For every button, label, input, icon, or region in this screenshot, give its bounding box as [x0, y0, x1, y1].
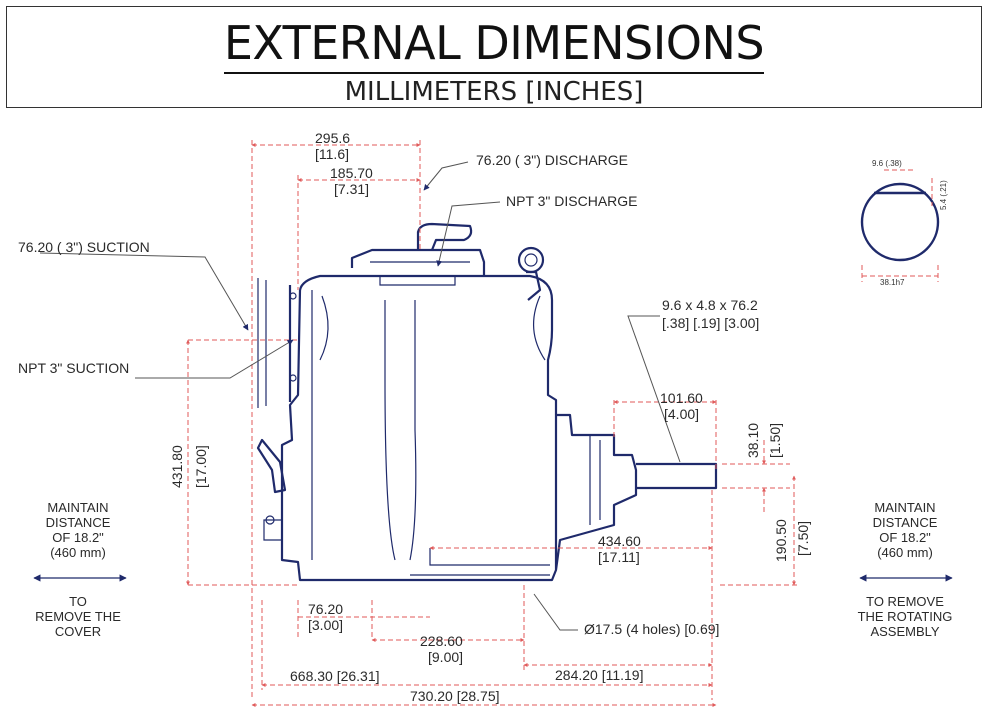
dim-730: 730.20 [28.75] — [410, 688, 500, 704]
suction-flange — [257, 278, 297, 408]
right-note-line-7: ASSEMBLY — [870, 624, 939, 639]
left-note-line-3: OF 18.2" — [52, 530, 104, 545]
dim-434-in: [17.11] — [598, 549, 640, 565]
dim-295-mm: 295.6 — [315, 130, 350, 146]
dim-38-in: [1.50] — [767, 423, 783, 458]
shaft-section-detail: 9.6 (.38) 5.4 (.21) 38.1h7 — [860, 159, 948, 287]
dim-185-in: [7.31] — [334, 181, 369, 197]
right-note-line-2: DISTANCE — [873, 515, 938, 530]
left-note-line-4: (460 mm) — [50, 545, 106, 560]
dim-76-in: [3.00] — [308, 617, 343, 633]
right-note-line-6: THE ROTATING — [858, 609, 953, 624]
left-note-line-6: REMOVE THE — [35, 609, 121, 624]
npt-discharge-label: NPT 3" DISCHARGE — [506, 193, 638, 209]
dim-76-mm: 76.20 — [308, 601, 343, 617]
dim-431-in: [17.00] — [193, 445, 209, 488]
keyway-label-line-2: [.38] [.19] [3.00] — [662, 315, 759, 331]
dim-101-mm: 101.60 — [660, 390, 703, 406]
page-subtitle: MILLIMETERS [INCHES] — [344, 77, 644, 107]
dim-431-mm: 431.80 — [169, 445, 185, 488]
left-note-line-2: DISTANCE — [46, 515, 111, 530]
dim-38-mm: 38.10 — [745, 423, 761, 458]
keyway-label-line-1: 9.6 x 4.8 x 76.2 — [662, 297, 758, 313]
page-title: EXTERNAL DIMENSIONS — [7, 16, 981, 74]
dim-185-mm: 185.70 — [330, 165, 373, 181]
mounting-holes-label: Ø17.5 (4 holes) [0.69] — [584, 621, 719, 637]
dim-190-mm: 190.50 — [773, 519, 789, 562]
left-note-line-5: TO — [69, 594, 87, 609]
right-clearance-note: MAINTAIN DISTANCE OF 18.2" (460 mm) TO R… — [858, 500, 953, 639]
shaft-key-height: 5.4 (.21) — [939, 180, 948, 210]
shaft-key-width: 9.6 (.38) — [872, 159, 902, 168]
right-note-line-5: TO REMOVE — [866, 594, 944, 609]
shaft-diameter: 38.1h7 — [880, 278, 905, 287]
dim-668: 668.30 [26.31] — [290, 668, 380, 684]
dim-228-in: [9.00] — [428, 649, 463, 665]
left-note-line-7: COVER — [55, 624, 101, 639]
dim-228-mm: 228.60 — [420, 633, 463, 649]
suction-size-label: 76.20 ( 3") SUCTION — [18, 239, 150, 255]
leader-lines — [39, 161, 681, 631]
dim-284: 284.20 [11.19] — [555, 667, 643, 683]
npt-suction-label: NPT 3" SUCTION — [18, 360, 129, 376]
cover-handle — [256, 438, 287, 541]
dim-434-mm: 434.60 — [598, 533, 641, 549]
dimension-values: 295.6 [11.6] 185.70 [7.31] 431.80 [17.00… — [169, 130, 811, 704]
callout-labels: 76.20 ( 3") SUCTION NPT 3" SUCTION 76.20… — [18, 152, 759, 637]
left-note-line-1: MAINTAIN — [47, 500, 108, 515]
dim-190-in: [7.50] — [795, 521, 811, 556]
title-box: EXTERNAL DIMENSIONS MILLIMETERS [INCHES] — [6, 6, 982, 108]
dim-101-in: [4.00] — [664, 406, 699, 422]
dimension-lines — [186, 140, 800, 707]
discharge-size-label: 76.20 ( 3") DISCHARGE — [476, 152, 628, 168]
left-clearance-note: MAINTAIN DISTANCE OF 18.2" (460 mm) TO R… — [33, 500, 127, 639]
shaft-circle — [860, 182, 940, 262]
right-note-line-3: OF 18.2" — [879, 530, 931, 545]
lifting-eye — [517, 246, 545, 301]
right-note-line-4: (460 mm) — [877, 545, 933, 560]
dim-295-in: [11.6] — [315, 146, 349, 162]
pump-body-outline — [280, 274, 718, 582]
right-note-line-1: MAINTAIN — [874, 500, 935, 515]
